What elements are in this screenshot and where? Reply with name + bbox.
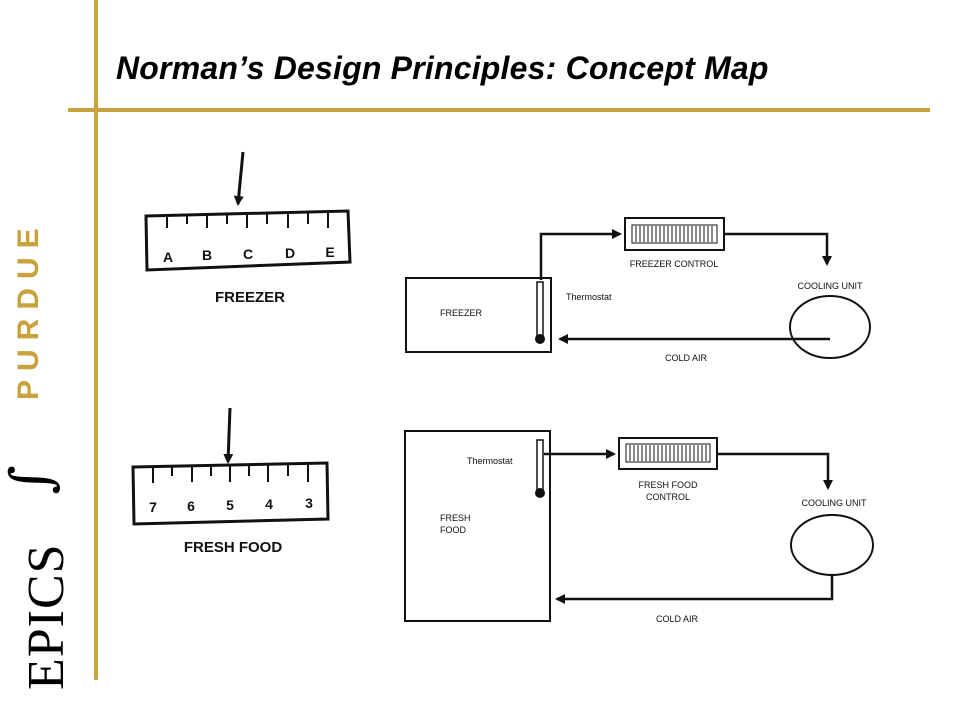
- fresh-food-control-slots: [625, 443, 711, 463]
- freezer-cold-air-label: COLD AIR: [665, 353, 708, 363]
- freezer-dial: A B C D E FREEZER: [144, 151, 352, 306]
- fresh-food-dial: 7 6 5 4 3 FRESH FOOD: [131, 407, 330, 556]
- fresh-food-cooling-unit: [790, 514, 874, 576]
- freezer-control-slot-lines: [635, 226, 713, 242]
- freezer-compartment: [405, 277, 552, 353]
- freezer-dial-letter: A: [163, 249, 173, 265]
- freezer-control-to-cooling-arrow: [724, 232, 832, 266]
- freezer-setting-pointer: [233, 151, 245, 206]
- freezer-dial-ticks: [166, 211, 329, 228]
- freezer-control-label: FREEZER CONTROL: [630, 259, 719, 269]
- fresh-food-cooling-system: FRESH FOOD Thermostat FRESH FOOD CONTROL…: [404, 430, 874, 624]
- freezer-signal-arrow: [539, 229, 622, 280]
- freezer-thermostat-label: Thermostat: [566, 292, 612, 302]
- fresh-food-dial-scale: [131, 461, 330, 526]
- fresh-food-cold-air-arrow: [555, 575, 834, 604]
- freezer-cooling-unit: [789, 295, 871, 359]
- fresh-food-setting-pointer: [223, 407, 234, 464]
- fresh-food-thermostat: [536, 439, 544, 493]
- fresh-food-dial-number: 3: [305, 495, 313, 511]
- fresh-food-thermostat-label: Thermostat: [467, 456, 513, 466]
- fresh-food-compartment-label-2: FOOD: [440, 525, 466, 535]
- freezer-thermostat: [536, 281, 544, 339]
- freezer-dial-letter: D: [285, 245, 295, 261]
- fresh-food-control-slot-lines: [629, 445, 707, 461]
- fresh-food-dial-number: 4: [265, 496, 273, 512]
- slide-title: Norman’s Design Principles: Concept Map: [116, 50, 769, 86]
- fresh-food-control-label-2: CONTROL: [646, 492, 690, 502]
- fresh-food-compartment-label-1: FRESH: [440, 513, 471, 523]
- freezer-thermostat-bulb: [535, 334, 545, 344]
- fresh-food-dial-label: FRESH FOOD: [184, 539, 283, 556]
- fresh-food-cold-air-label: COLD AIR: [656, 614, 699, 624]
- fresh-food-control-label-1: FRESH FOOD: [638, 480, 698, 490]
- freezer-cooling-system: FREEZER Thermostat FREEZER CONTROL COOLI…: [405, 217, 871, 363]
- fresh-food-dial-number: 7: [149, 499, 157, 515]
- freezer-dial-letter: E: [325, 244, 334, 260]
- fresh-food-cooling-unit-label: COOLING UNIT: [801, 498, 867, 508]
- freezer-cooling-unit-label: COOLING UNIT: [797, 281, 863, 291]
- freezer-dial-scale: [144, 209, 352, 272]
- freezer-dial-letter: C: [243, 246, 253, 262]
- freezer-compartment-label: FREEZER: [440, 308, 483, 318]
- vertical-accent-rule: [94, 0, 98, 680]
- fresh-food-dial-number: 6: [187, 498, 195, 514]
- fresh-food-dial-ticks: [152, 463, 309, 483]
- fresh-food-control-to-cooling-arrow: [717, 452, 833, 490]
- freezer-control-slots: [631, 224, 718, 244]
- horizontal-accent-rule: [68, 108, 930, 112]
- fresh-food-thermostat-bulb: [535, 488, 545, 498]
- freezer-dial-label: FREEZER: [215, 289, 285, 306]
- fresh-food-dial-number: 5: [226, 497, 234, 513]
- fresh-food-compartment: [404, 430, 551, 622]
- freezer-dial-letter: B: [202, 247, 212, 263]
